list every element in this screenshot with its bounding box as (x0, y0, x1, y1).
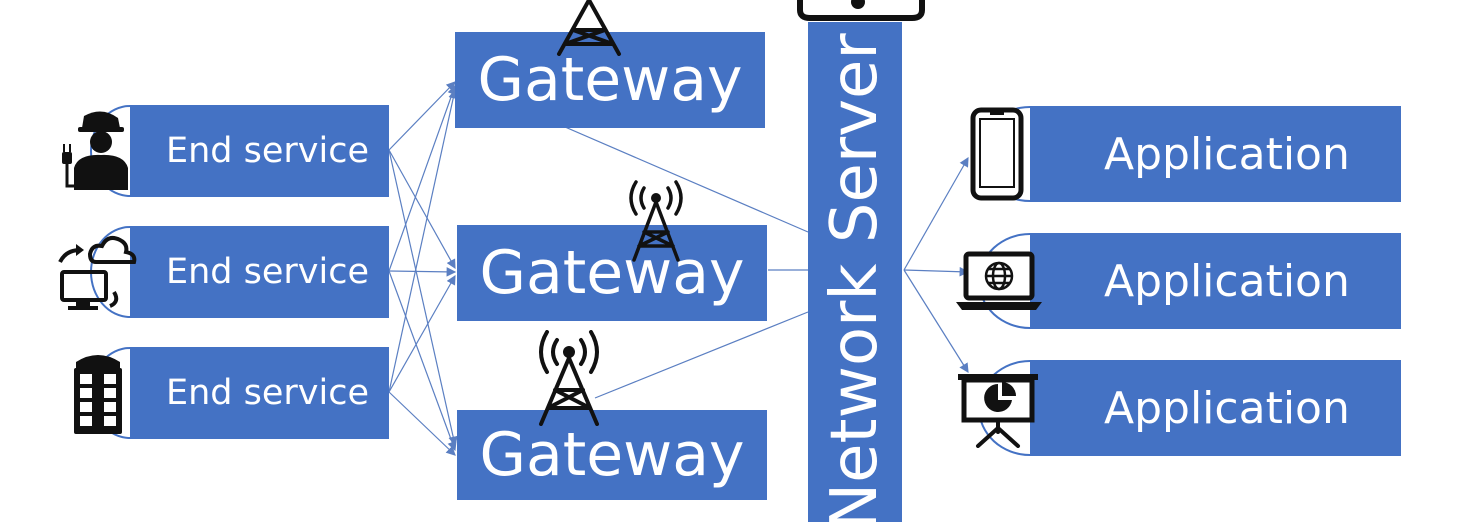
end-service-box-2: End service (90, 226, 389, 318)
application-label-1: Application (1104, 128, 1350, 180)
link-gw3-ns (594, 311, 809, 399)
presentation-chart-icon (958, 374, 1038, 448)
gateway-box-2: Gateway (457, 225, 767, 321)
application-label-3: Application (1104, 382, 1350, 434)
gateway-box-1: Gateway (455, 32, 765, 128)
link-ns-app3 (903, 269, 969, 374)
gateway-label-1: Gateway (477, 45, 743, 115)
link-es2-gw3 (388, 270, 457, 452)
connector-lines (388, 81, 970, 456)
application-box-1: Application (978, 106, 1401, 202)
link-ns-app2 (903, 266, 970, 277)
phone-booth-icon (74, 355, 122, 434)
smartphone-icon (970, 107, 1024, 201)
end-service-label-3: End service (166, 373, 370, 413)
cell-tower-icon (539, 330, 599, 426)
gateway-box-3: Gateway (457, 410, 767, 500)
link-es2-gw2 (388, 267, 457, 277)
end-service-box-1: End service (90, 105, 389, 197)
application-box-2: Application (978, 233, 1401, 329)
cloud-computer-icon (58, 236, 137, 310)
link-es1-gw3 (388, 149, 458, 447)
link-ns-app1 (903, 156, 969, 271)
laptop-globe-icon (956, 251, 1042, 310)
cell-tower-icon (557, 0, 621, 56)
link-gw1-ns (564, 126, 809, 233)
link-es2-gw1 (388, 84, 457, 272)
end-service-box-3: End service (90, 347, 389, 439)
application-box-3: Application (978, 360, 1401, 456)
end-service-label-2: End service (166, 252, 370, 292)
cell-tower-icon (629, 180, 683, 262)
link-es3-gw1 (388, 88, 458, 393)
network-server-label: Network Server (818, 33, 892, 531)
link-es3-gw2 (388, 274, 456, 393)
gateway-label-2: Gateway (479, 238, 745, 308)
worker-icon (62, 111, 128, 190)
end-service-label-1: End service (166, 131, 370, 171)
link-es3-gw3 (388, 391, 456, 456)
application-label-2: Application (1104, 255, 1350, 307)
gateway-label-3: Gateway (479, 420, 745, 490)
link-es1-gw1 (388, 81, 456, 151)
server-icon (797, 0, 925, 21)
link-es1-gw2 (388, 149, 456, 270)
network-server-bar: Network Server (808, 22, 902, 531)
